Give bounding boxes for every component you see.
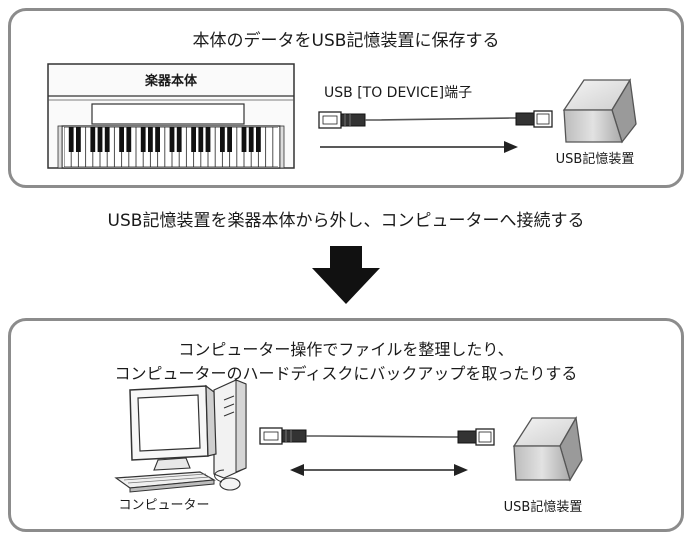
black-key <box>241 127 247 152</box>
black-key <box>90 127 96 152</box>
top-heading: 本体のデータをUSB記憶装置に保存する <box>192 31 500 51</box>
black-key <box>68 127 74 152</box>
usb-port-label: USB [TO DEVICE]端子 <box>324 85 473 101</box>
black-key <box>227 127 232 152</box>
black-key <box>176 127 182 152</box>
computer-illustration <box>114 379 247 493</box>
black-key <box>169 127 175 152</box>
black-key <box>126 127 132 152</box>
down-arrow <box>312 246 380 304</box>
black-keys <box>68 127 261 152</box>
instrument-illustration <box>47 63 295 169</box>
top-usb-cable <box>318 110 553 129</box>
black-key <box>220 127 225 152</box>
bottom-usb-cable <box>259 427 495 446</box>
bidirectional-arrow <box>290 464 468 476</box>
computer-label: コンピューター <box>118 498 210 513</box>
top-device-label: USB記憶装置 <box>555 152 635 167</box>
black-key <box>198 127 204 152</box>
bottom-device-label: USB記憶装置 <box>503 500 583 515</box>
bottom-heading-line1: コンピューター操作でファイルを整理したり、 <box>178 340 514 359</box>
black-key <box>104 127 110 152</box>
instrument-label: 楽器本体 <box>144 74 197 89</box>
bottom-heading-line2: コンピューターのハードディスクにバックアップを取ったりする <box>114 364 578 383</box>
black-key <box>155 127 160 152</box>
black-key <box>76 127 81 152</box>
bottom-usb-drive-illustration <box>512 416 583 482</box>
black-key <box>119 127 124 152</box>
top-direction-arrow <box>320 141 518 153</box>
black-key <box>191 127 196 152</box>
black-key <box>205 127 211 152</box>
top-usb-drive-illustration <box>562 78 637 144</box>
transition-caption: USB記憶装置を楽器本体から外し、コンピューターへ接続する <box>107 211 585 231</box>
black-key <box>148 127 153 152</box>
black-key <box>256 127 261 152</box>
black-key <box>140 127 146 152</box>
black-key <box>97 127 103 152</box>
black-key <box>248 127 254 152</box>
